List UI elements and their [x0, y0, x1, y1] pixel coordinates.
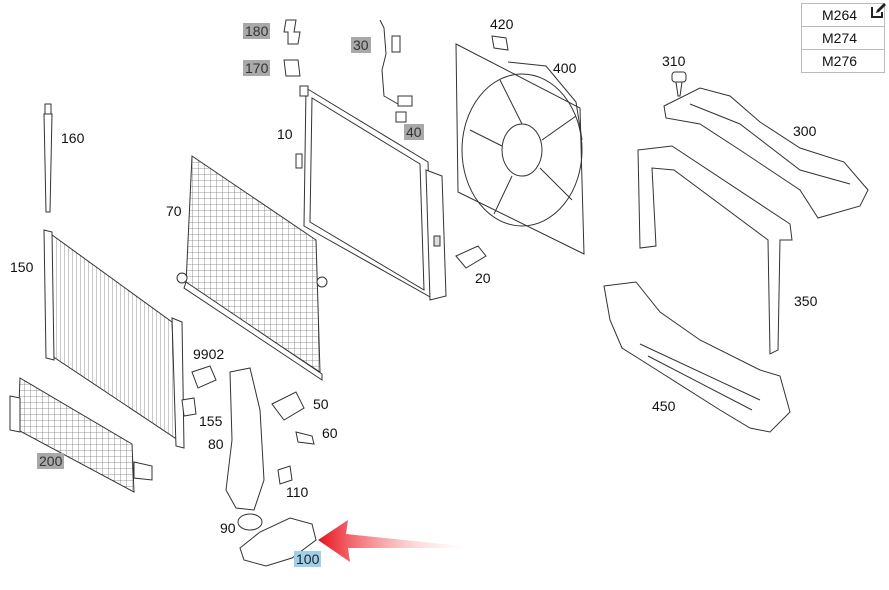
callout-180[interactable]: 180 [243, 23, 271, 39]
callout-60[interactable]: 60 [322, 425, 338, 441]
variant-row[interactable]: M274 [801, 26, 885, 50]
callout-155[interactable]: 155 [199, 413, 223, 429]
part-150-condenser [43, 229, 185, 449]
part-450-duct [603, 281, 791, 433]
callout-300[interactable]: 300 [793, 123, 817, 139]
callout-70[interactable]: 70 [166, 203, 182, 219]
callout-20[interactable]: 20 [475, 270, 491, 286]
part-80-support [225, 367, 315, 511]
callout-160[interactable]: 160 [61, 130, 85, 146]
callout-350[interactable]: 350 [794, 293, 818, 309]
callout-50[interactable]: 50 [313, 396, 329, 412]
part-70-radiator [176, 155, 328, 381]
callout-200[interactable]: 200 [37, 453, 65, 469]
part-160-tube [43, 103, 53, 213]
callout-400[interactable]: 400 [553, 60, 577, 76]
callout-30[interactable]: 30 [351, 37, 371, 53]
callout-90[interactable]: 90 [220, 520, 236, 536]
callout-110[interactable]: 110 [286, 484, 309, 500]
part-30-sensor [379, 19, 413, 123]
callout-80[interactable]: 80 [208, 436, 224, 452]
callout-9902[interactable]: 9902 [193, 346, 225, 362]
part-200-cooler [9, 377, 153, 493]
callout-150[interactable]: 150 [10, 259, 34, 275]
part-400-fan [455, 43, 585, 255]
callout-40[interactable]: 40 [404, 124, 424, 140]
pencil-square-icon[interactable] [869, 2, 887, 20]
callout-10[interactable]: 10 [277, 126, 293, 142]
variant-label[interactable]: M274 [801, 26, 885, 50]
callout-170[interactable]: 170 [243, 60, 271, 76]
part-350-bracket [637, 145, 793, 355]
callout-420[interactable]: 420 [490, 16, 514, 32]
part-20-valve [455, 245, 487, 269]
engine-variant-table: M264 M274 M276 [801, 3, 885, 73]
variant-label[interactable]: M276 [801, 49, 885, 73]
callout-450[interactable]: 450 [652, 398, 676, 414]
callout-310[interactable]: 310 [662, 53, 686, 69]
callout-100[interactable]: 100 [294, 551, 322, 567]
part-10-frame [295, 85, 447, 301]
highlight-arrow [318, 520, 482, 562]
variant-row[interactable]: M276 [801, 49, 885, 73]
part-small-fasteners [283, 19, 687, 97]
part-300-upper-member [663, 87, 869, 219]
part-9902-clip [181, 365, 217, 417]
